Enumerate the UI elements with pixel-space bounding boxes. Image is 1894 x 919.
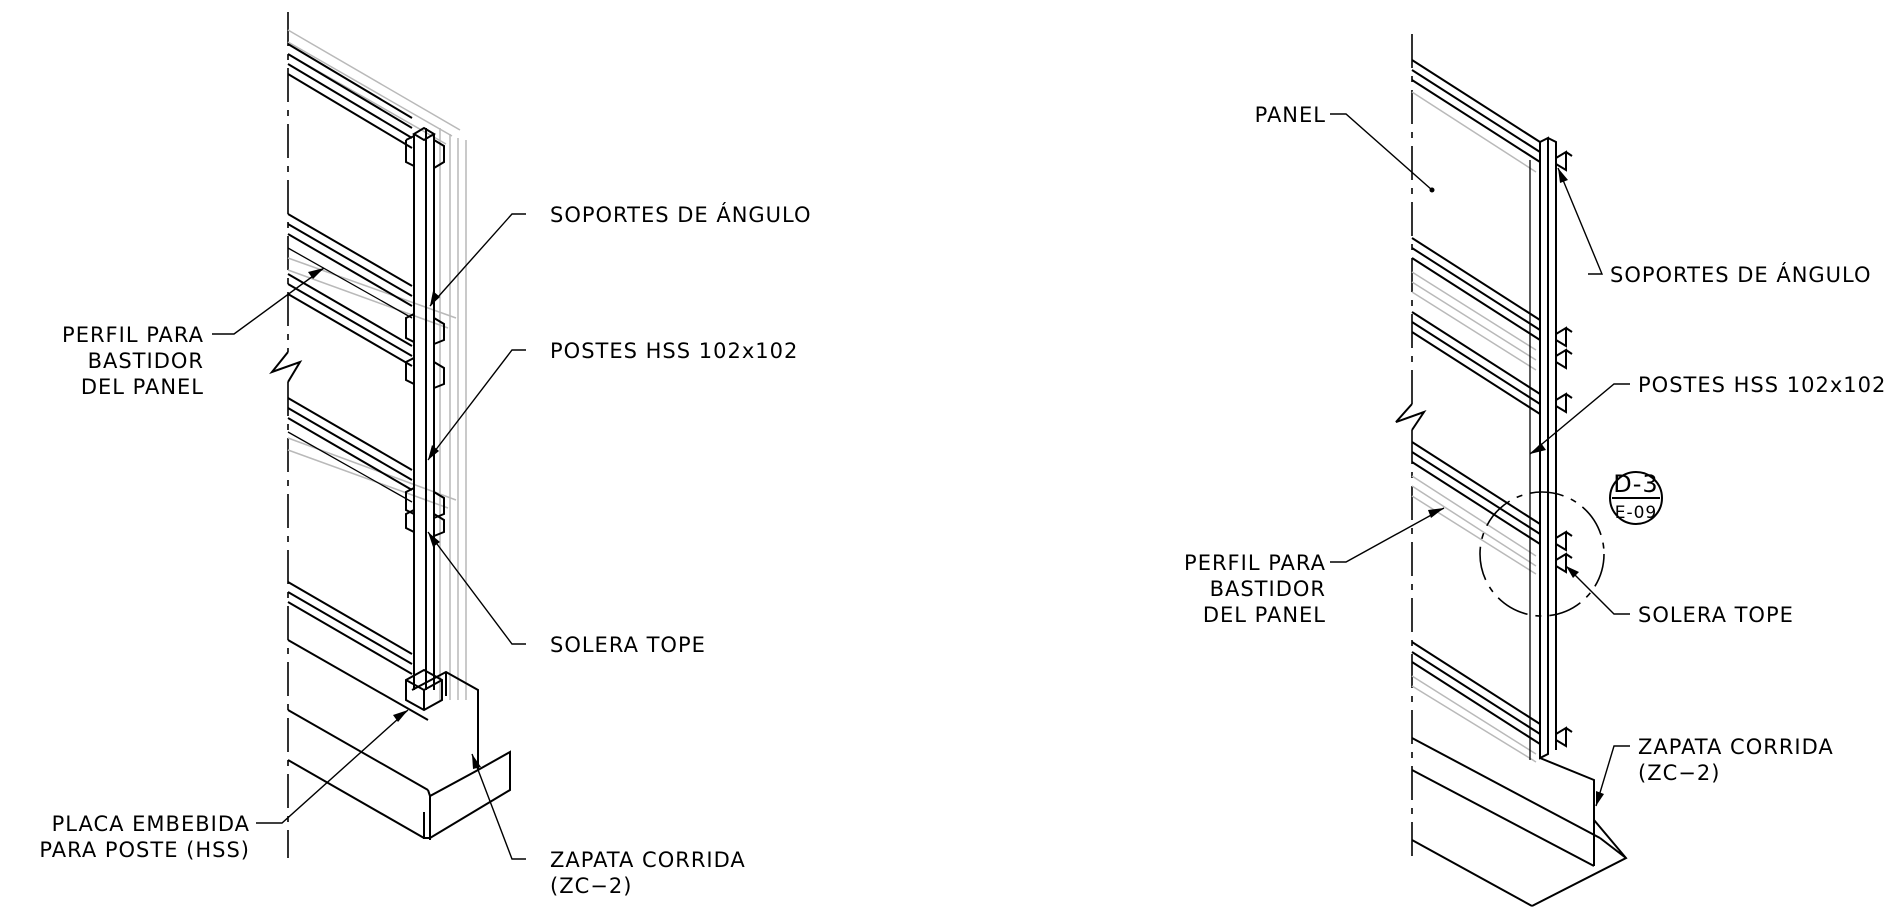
right-isometric-view: D-3 E-09 PANEL SOPORTES DE ÁNGULO POSTES…	[1184, 34, 1886, 907]
left-label-solera: SOLERA TOPE	[550, 633, 706, 657]
left-label-perfil-2: BASTIDOR	[88, 349, 204, 373]
right-detail-circle	[1479, 491, 1605, 617]
right-label-perfil-2: BASTIDOR	[1210, 577, 1326, 601]
left-post-hss	[405, 126, 445, 690]
detail-callout: D-3 E-09	[1609, 470, 1663, 525]
right-label-perfil-3: DEL PANEL	[1203, 603, 1326, 627]
right-label-soportes: SOPORTES DE ÁNGULO	[1610, 262, 1872, 287]
right-label-solera: SOLERA TOPE	[1638, 603, 1794, 627]
right-label-zapata-2: (ZC−2)	[1638, 761, 1720, 785]
left-footing	[287, 639, 511, 840]
right-angle-supports	[1555, 150, 1573, 748]
right-frame-profiles	[1411, 59, 1541, 763]
left-label-soportes: SOPORTES DE ÁNGULO	[550, 202, 812, 227]
left-isometric-view: SOPORTES DE ÁNGULO PERFIL PARA BASTIDOR …	[39, 12, 811, 898]
left-label-placa-1: PLACA EMBEBIDA	[52, 812, 250, 836]
left-leaders	[212, 213, 526, 860]
detail-callout-bottom: E-09	[1615, 503, 1658, 523]
left-angle-supports	[405, 312, 445, 712]
right-post-hss	[1539, 136, 1557, 760]
right-label-zapata-1: ZAPATA CORRIDA	[1638, 735, 1834, 759]
left-frame-profiles	[287, 43, 413, 675]
right-leaders	[1330, 113, 1630, 807]
right-label-panel: PANEL	[1255, 103, 1326, 127]
right-label-perfil-1: PERFIL PARA	[1184, 551, 1326, 575]
left-label-perfil-3: DEL PANEL	[81, 375, 204, 399]
left-break-symbol	[269, 351, 303, 383]
left-label-placa-2: PARA POSTE (HSS)	[39, 838, 250, 862]
left-label-zapata-1: ZAPATA CORRIDA	[550, 848, 746, 872]
right-label-postes: POSTES HSS 102x102	[1638, 373, 1886, 397]
left-label-zapata-2: (ZC−2)	[550, 874, 632, 898]
left-label-perfil-1: PERFIL PARA	[62, 323, 204, 347]
right-break-symbol	[1395, 403, 1427, 431]
left-label-postes: POSTES HSS 102x102	[550, 339, 798, 363]
detail-callout-circle	[1609, 471, 1663, 525]
right-footing	[1411, 737, 1628, 907]
detail-callout-top: D-3	[1613, 470, 1658, 498]
